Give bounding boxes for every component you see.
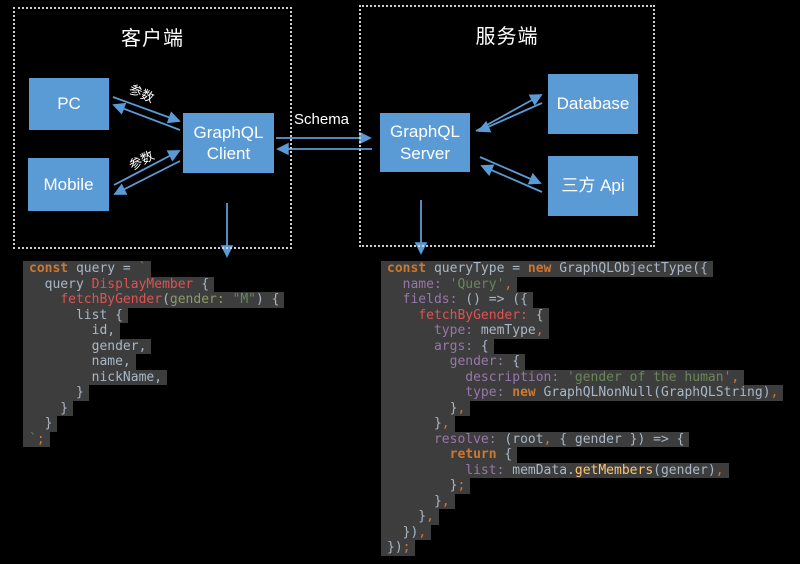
code-line: type: new GraphQLNonNull(GraphQLString),	[381, 385, 784, 401]
code-line: }	[23, 416, 284, 432]
code-line: },	[381, 509, 783, 525]
client-group-box: 客户端	[13, 7, 292, 249]
code-line: },	[381, 416, 783, 432]
code-line: args: {	[381, 338, 783, 354]
code-line: };	[381, 478, 783, 494]
node-graphql-client: GraphQL Client	[183, 113, 274, 173]
code-line: name: 'Query',	[381, 276, 783, 292]
code-line: list: memData.getMembers(gender),	[381, 462, 783, 478]
code-line: fetchByGender: {	[381, 307, 783, 323]
code-line: },	[381, 493, 783, 509]
code-line: }	[23, 400, 284, 416]
code-line: list {	[23, 307, 284, 323]
code-line: query DisplayMember {	[23, 276, 284, 292]
code-line: return {	[381, 447, 783, 463]
code-line: const queryType = new GraphQLObjectType(…	[381, 261, 783, 277]
code-line: type: memType,	[381, 323, 783, 339]
code-block-server-querytype: const queryType = new GraphQLObjectType(…	[381, 261, 784, 556]
code-line: nickName,	[23, 369, 284, 385]
code-block-client-query: const query = ` query DisplayMember { fe…	[23, 261, 285, 447]
node-graphql-server: GraphQL Server	[380, 113, 470, 172]
code-line: }),	[381, 524, 783, 540]
code-line: gender: {	[381, 354, 783, 370]
code-line: name,	[23, 354, 284, 370]
node-third-party-api: 三方 Api	[548, 156, 638, 216]
code-line: }	[23, 385, 284, 401]
client-group-title: 客户端	[121, 28, 184, 50]
node-database: Database	[548, 74, 638, 134]
code-line: `;	[23, 431, 284, 447]
code-line: fields: () => ({	[381, 292, 783, 308]
code-line: const query = `	[23, 261, 284, 277]
code-line: },	[381, 400, 783, 416]
server-group-box: 服务端	[359, 5, 655, 247]
code-line: gender,	[23, 338, 284, 354]
schema-label: Schema	[294, 111, 350, 128]
server-group-title: 服务端	[475, 26, 539, 48]
code-line: resolve: (root, { gender }) => {	[381, 431, 783, 447]
code-line: id,	[23, 323, 284, 339]
node-mobile: Mobile	[28, 158, 109, 211]
code-line: fetchByGender(gender: "M") {	[23, 292, 285, 308]
code-line: });	[381, 540, 783, 556]
code-line: description: 'gender of the human',	[381, 369, 783, 385]
node-pc: PC	[29, 78, 109, 130]
